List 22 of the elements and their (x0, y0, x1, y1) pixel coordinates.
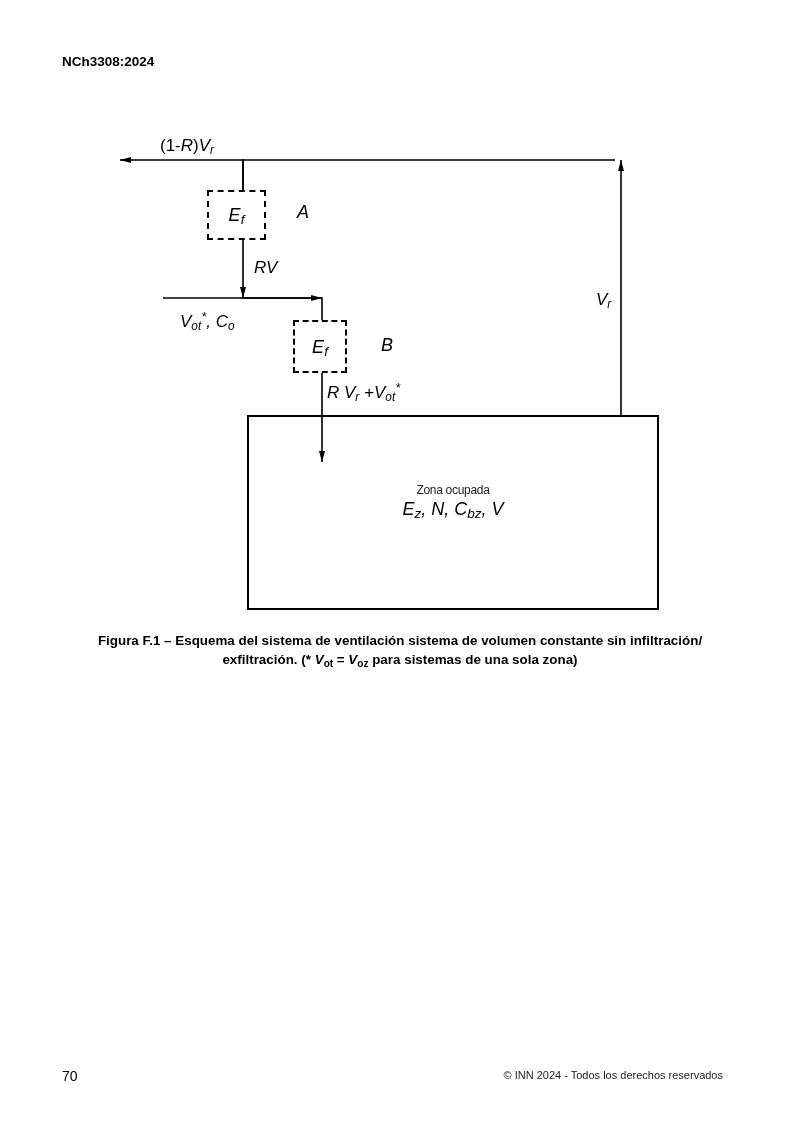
document-code: NCh3308:2024 (62, 55, 155, 69)
flow-line (242, 159, 616, 191)
zone-title: Zona ocupada (416, 482, 490, 498)
side-letter-label: A (297, 203, 309, 221)
flow-arrow (162, 295, 323, 301)
edge-label: RV (254, 258, 278, 278)
side-letter-label: B (381, 336, 393, 354)
zone-box (247, 415, 659, 610)
symbol-label: E$_{f}$ (228, 206, 245, 224)
edge-label: V$_{ot}$$^{*}$, C$_{o}$ (180, 312, 235, 332)
copyright-notice: © INN 2024 - Todos los derechos reservados (503, 1070, 723, 1081)
flow-arrow (319, 372, 325, 463)
figure-caption: Figura F.1 – Esquema del sistema de ventilación sistema de volumen constante sin infiltración/ exfiltración. (* V$_{ot}$ = V$_{oz}$ para sistemas de una sola zona) (96, 632, 704, 669)
symbol-label: E$_{f}$ (312, 337, 328, 356)
edge-label: V$_{r}$ (596, 290, 612, 310)
flow-arrow (618, 159, 624, 416)
page-number: 70 (62, 1069, 78, 1083)
dashed-box (207, 190, 266, 240)
flow-arrow (240, 239, 323, 321)
dashed-box (293, 320, 347, 373)
zone-variables: E$_{z}$, N, C$_{bz}$, V (402, 498, 504, 520)
edge-label: (1-R)V$_{r}$ (160, 136, 215, 156)
